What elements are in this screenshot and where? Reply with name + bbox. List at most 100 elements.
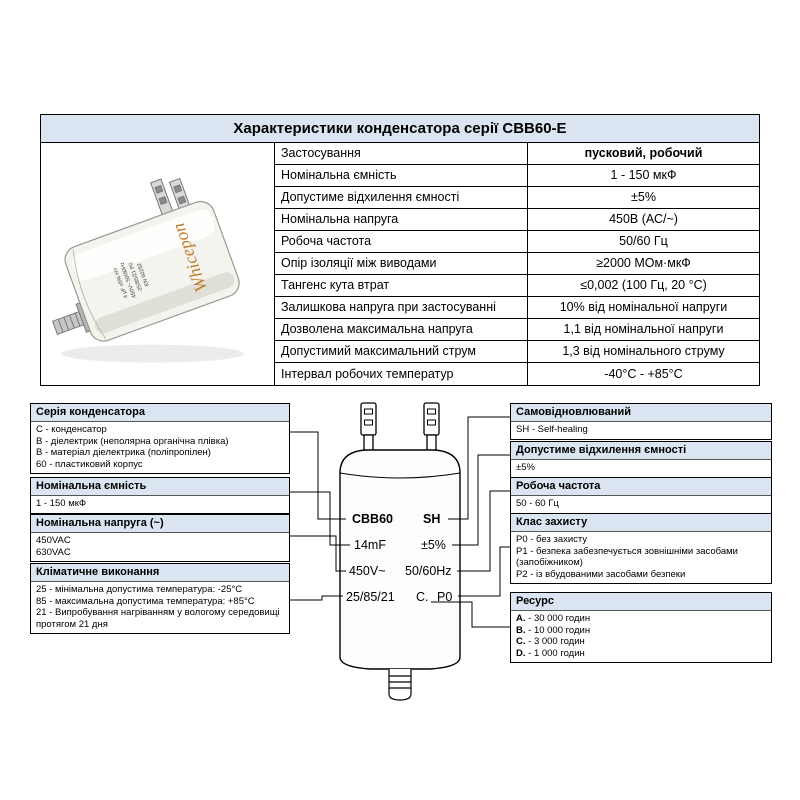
callout-box-tolerance: Допустиме відхилення ємності ±5% <box>510 441 772 478</box>
callout-box-climate: Кліматичне виконання 25 - мінімальна доп… <box>30 563 290 634</box>
resource-key: D. <box>516 647 526 659</box>
callout-box-title: Кліматичне виконання <box>31 564 289 582</box>
table-row: Залишкова напруга при застосуванні 10% ві… <box>275 297 759 319</box>
callout-box-resource: Ресурс A. - 30 000 годин B. - 10 000 год… <box>510 592 772 663</box>
spec-label: Допустиме відхилення ємності <box>275 187 528 208</box>
callout-box-title: Серія конденсатора <box>31 404 289 422</box>
resource-text: - 30 000 годин <box>528 613 591 624</box>
marking-protection-label: P0 <box>437 590 453 604</box>
callout-item: 21 - Випробування нагріванням у вологому… <box>36 607 280 630</box>
capacitor-outline-drawing <box>290 402 510 701</box>
spec-value: пусковий, робочий <box>584 146 703 160</box>
resource-key: C. <box>516 636 526 647</box>
spec-value: 1,1 від номінальної напруги <box>563 322 724 336</box>
table-row: Опір ізоляції між виводами ≥2000 МОм·мкФ <box>275 253 759 275</box>
spec-table: Характеристики конденсатора серії CBB60-… <box>40 114 760 386</box>
capacitor-photo-image: Whicepon 4 µF ±5% HY 450V~ 50/60Hz -25/8… <box>52 177 245 363</box>
callout-item: P0 - без захисту <box>516 534 588 545</box>
spec-label: Робоча частота <box>275 231 528 252</box>
callout-box-title: Ресурс <box>511 593 771 611</box>
spec-label: Залишкова напруга при застосуванні <box>275 297 528 318</box>
spec-value: 50/60 Гц <box>619 234 668 248</box>
callout-box-frequency: Робоча частота 50 - 60 Гц <box>510 477 772 514</box>
callout-item: 450VAC <box>36 535 71 546</box>
spec-label: Опір ізоляції між виводами <box>275 253 528 274</box>
callout-item: P2 - із вбудованими засобами безпеки <box>516 568 686 580</box>
callout-item: P1 - безпека забезпечується зовнішніми з… <box>516 545 738 569</box>
table-row: Робоча частота 50/60 Гц <box>275 231 759 253</box>
photo-terminals <box>149 177 195 221</box>
marking-diagram: CBB60 SH 14mF ±5% 450V~ 50/60Hz 25/85/21… <box>0 395 800 800</box>
spec-value: ≥2000 МОм·мкФ <box>596 256 691 270</box>
marking-voltage-label: 450V~ <box>349 564 386 578</box>
spec-label: Номінальна напруга <box>275 209 528 230</box>
spec-label: Застосування <box>275 143 528 164</box>
spec-value: 10% від номінальної напруги <box>559 300 728 314</box>
table-row: Інтервал робочих температур -40°С - +85°С <box>275 363 759 385</box>
spec-value: 1 - 150 мкФ <box>610 168 677 182</box>
marking-series-label: CBB60 <box>352 512 393 526</box>
spec-value: ±5% <box>631 190 656 204</box>
callout-box-voltage: Номінальна напруга (~) 450VAC 630VAC <box>30 514 290 562</box>
spec-value: -40°С - +85°С <box>604 366 683 381</box>
marking-tolerance-label: ±5% <box>421 538 446 552</box>
callout-item: 60 - пластиковий корпус <box>36 458 143 470</box>
callout-item: B - діелектрик (неполярна органічна плів… <box>36 435 229 447</box>
callout-box-title: Допустиме відхилення ємності <box>511 442 771 460</box>
callout-box-title: Робоча частота <box>511 478 771 496</box>
spec-label: Інтервал робочих температур <box>275 363 528 385</box>
marking-resource-label: C. <box>416 590 429 604</box>
callout-box-series: Серія конденсатора C - конденсатор B - д… <box>30 403 290 474</box>
callout-lines <box>290 416 510 628</box>
spec-label: Номінальна ємність <box>275 165 528 186</box>
callout-item: ±5% <box>516 462 535 473</box>
callout-item: 25 - мінімальна допустима температура: -… <box>36 584 243 595</box>
table-row: Допустиме відхилення ємності ±5% <box>275 187 759 209</box>
spec-value: 1,3 від номінального струму <box>562 344 725 358</box>
page-title: Характеристики конденсатора серії CBB60-… <box>41 115 759 143</box>
callout-box-capacity: Номінальна ємність 1 - 150 мкФ <box>30 477 290 514</box>
drawing-body <box>339 449 461 670</box>
drawing-stud <box>388 669 412 701</box>
marking-frequency-label: 50/60Hz <box>405 564 452 578</box>
capacitor-photo-cell: Whicepon 4 µF ±5% HY 450V~ 50/60Hz -25/8… <box>41 143 275 385</box>
marking-capacity-label: 14mF <box>354 538 386 552</box>
table-row: Дозволена максимальна напруга 1,1 від ном… <box>275 319 759 341</box>
callout-box-title: Клас захисту <box>511 514 771 532</box>
callout-item: C - конденсатор <box>36 424 107 435</box>
callout-item: D. - 1 000 годин <box>511 648 771 660</box>
callout-item: 630VAC <box>36 546 71 558</box>
table-row: Застосування пусковий, робочий <box>275 143 759 165</box>
callout-item: C. - 3 000 годин <box>511 636 771 648</box>
callout-item: B - матеріал діелектрика (поліпропілен) <box>36 447 211 458</box>
resource-key: B. <box>516 624 526 636</box>
marking-selfheal-label: SH <box>423 512 441 526</box>
spec-label: Допустимий максимальний струм <box>275 341 528 362</box>
spec-label: Тангенс кута втрат <box>275 275 528 296</box>
callout-box-title: Самовідновлюваний <box>511 404 771 422</box>
callout-box-protection: Клас захисту P0 - без захисту P1 - безпе… <box>510 513 772 584</box>
resource-text: - 10 000 годин <box>528 624 591 636</box>
callout-item: A. - 30 000 годин <box>511 613 771 625</box>
marking-climate-label: 25/85/21 <box>346 590 395 604</box>
table-row: Допустимий максимальний струм 1,3 від ном… <box>275 341 759 363</box>
callout-box-title: Номінальна ємність <box>31 478 289 496</box>
spec-rows: Застосування пусковий, робочий Номінальна… <box>275 143 759 385</box>
callout-box-title: Номінальна напруга (~) <box>31 515 289 533</box>
callout-item: 50 - 60 Гц <box>516 498 559 509</box>
callout-item: B. - 10 000 годин <box>511 625 771 637</box>
callout-item: SH - Self-healing <box>516 424 588 435</box>
resource-text: - 1 000 годин <box>528 647 585 659</box>
spec-label: Дозволена максимальна напруга <box>275 319 528 340</box>
callout-item: 1 - 150 мкФ <box>36 498 87 509</box>
table-row: Номінальна напруга 450В (АС/~) <box>275 209 759 231</box>
spec-value: 450В (АС/~) <box>609 212 678 226</box>
callout-box-selfhealing: Самовідновлюваний SH - Self-healing <box>510 403 772 440</box>
resource-key: A. <box>516 613 526 624</box>
resource-text: - 3 000 годин <box>528 636 585 647</box>
table-row: Номінальна ємність 1 - 150 мкФ <box>275 165 759 187</box>
spec-value: ≤0,002 (100 Гц, 20 °С) <box>580 278 707 292</box>
callout-item: 85 - максимальна допустима температура: … <box>36 595 255 607</box>
table-row: Тангенс кута втрат ≤0,002 (100 Гц, 20 °С) <box>275 275 759 297</box>
